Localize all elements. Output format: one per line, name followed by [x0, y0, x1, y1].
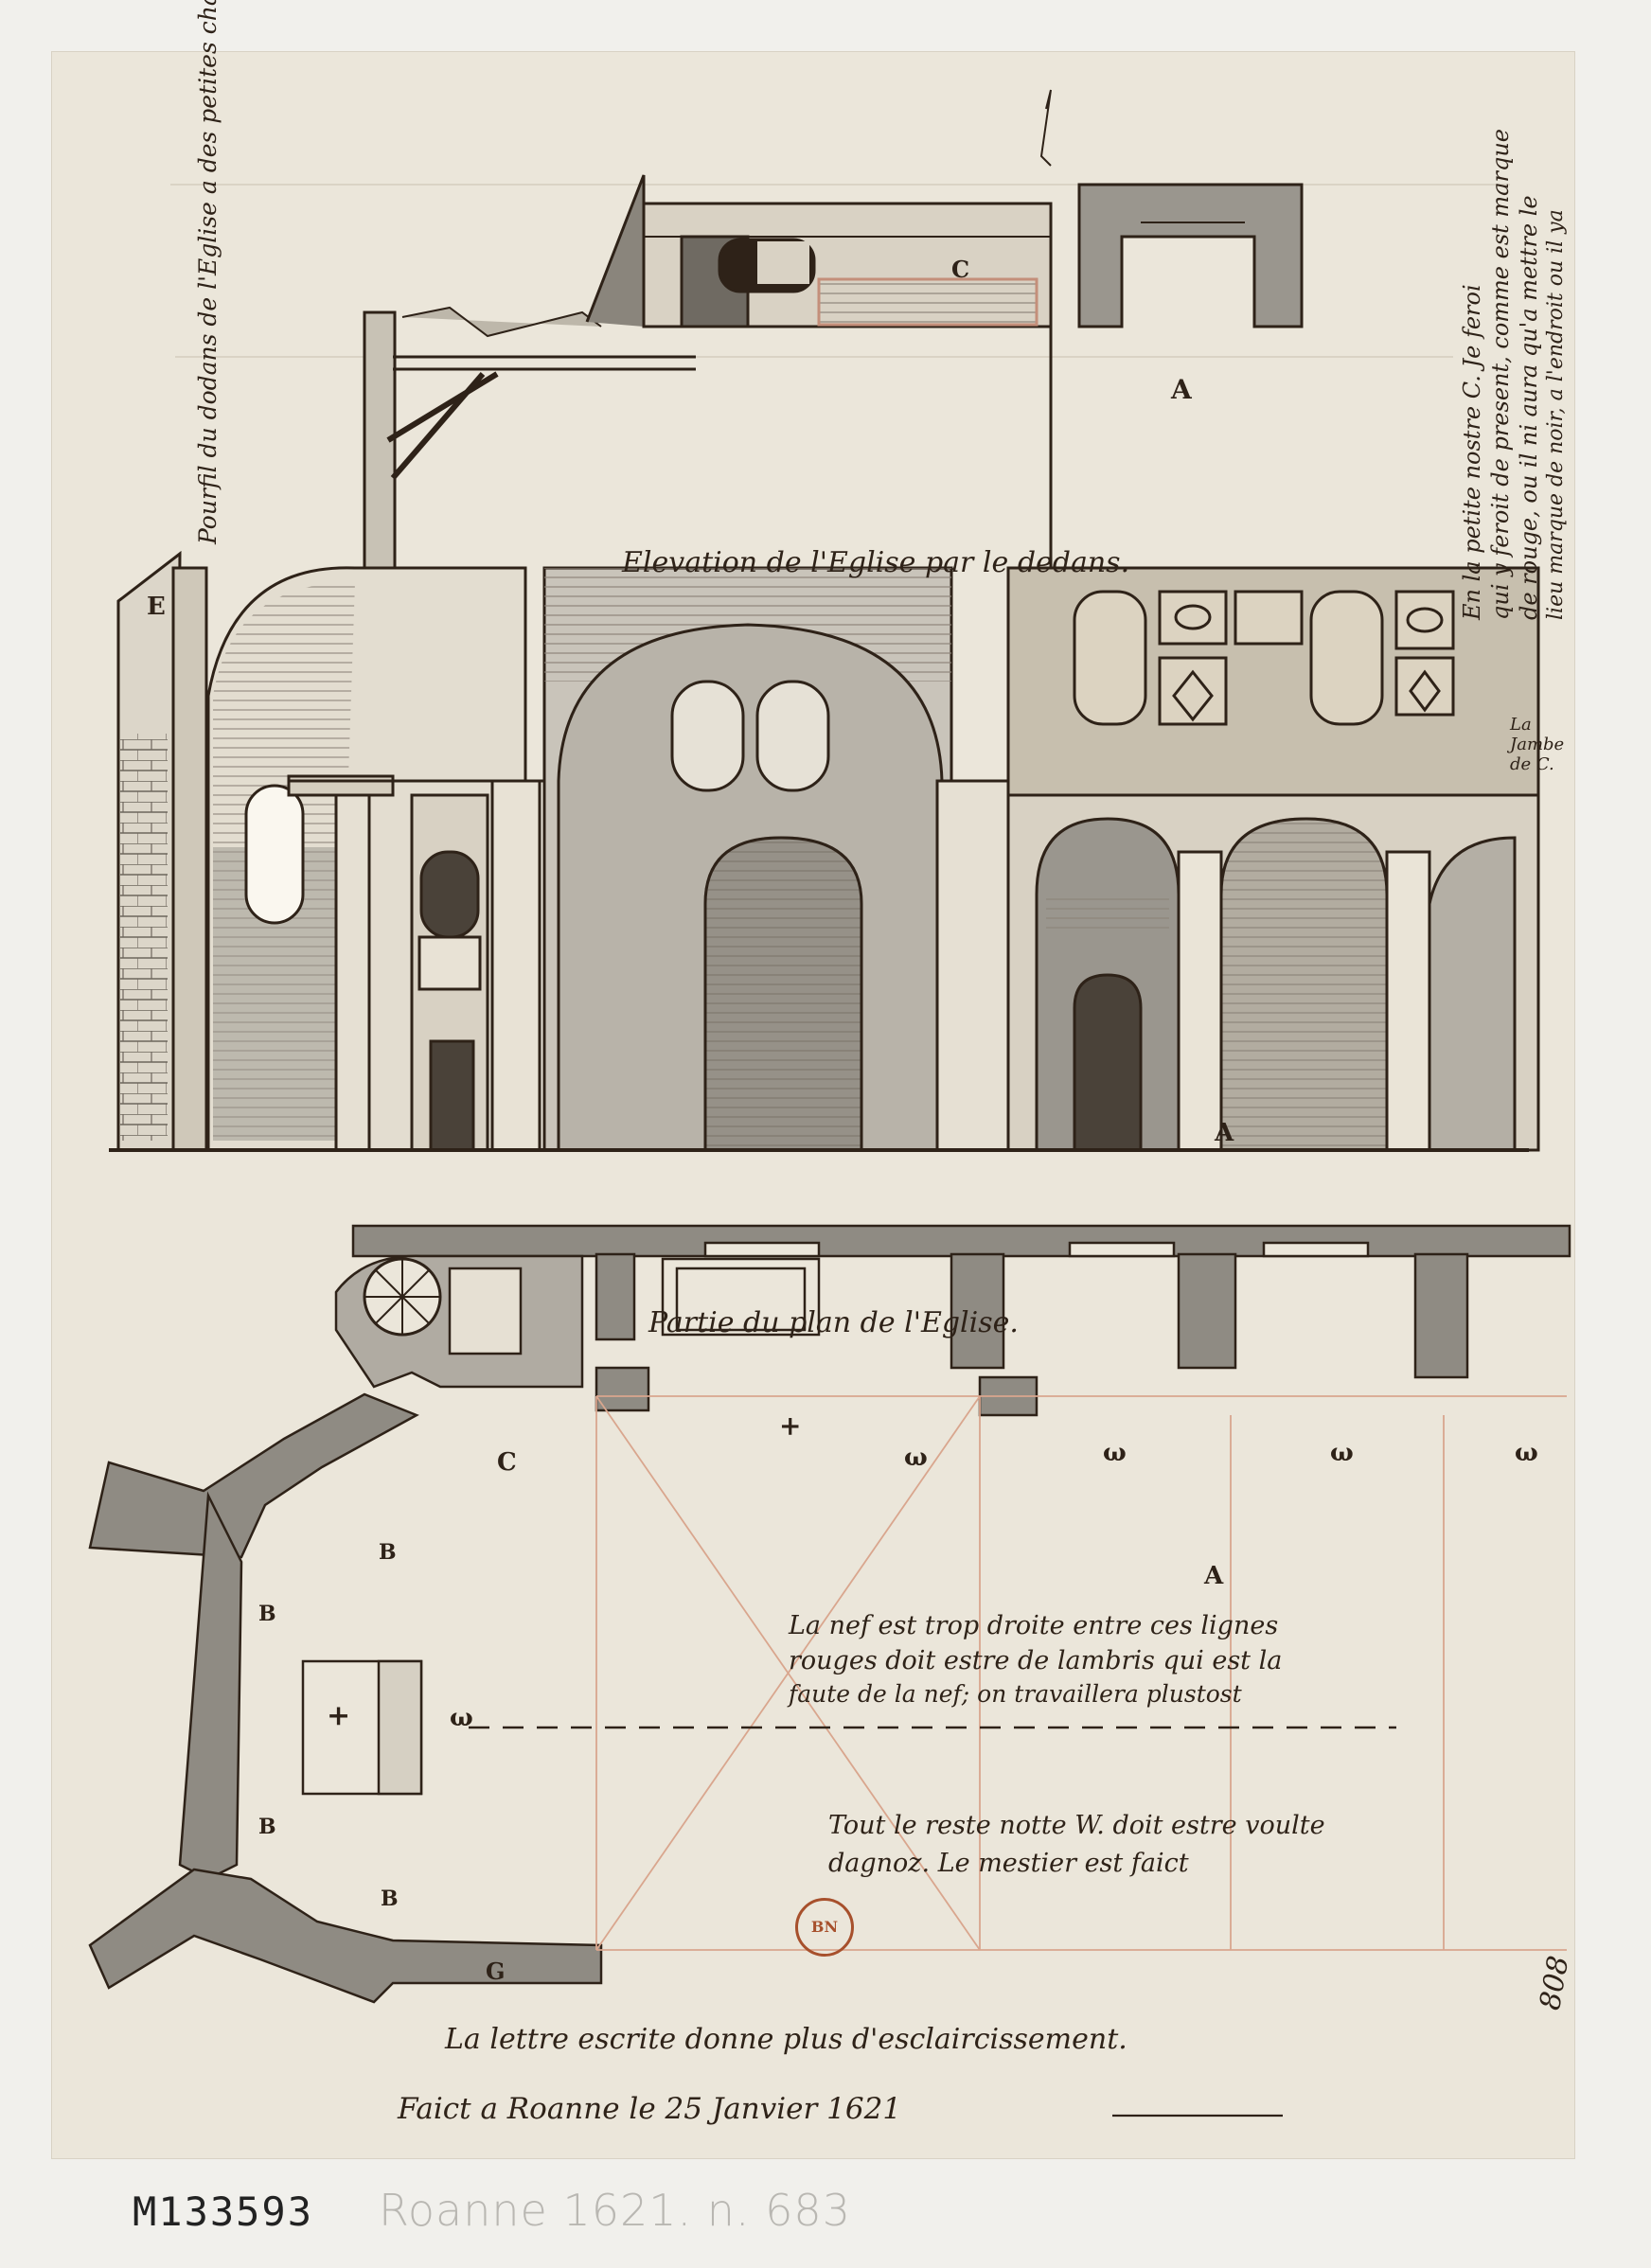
right-annotation-line-1: En la petite nostre C. Je feroi [1459, 284, 1485, 620]
pencil-note: Roanne 1621. n. 683 [379, 2185, 851, 2236]
label-B-2: B [258, 1602, 276, 1626]
label-B-4: B [381, 1887, 399, 1911]
nave-red-lines [595, 1395, 1567, 1951]
left-margin-annotation: Pourfil du dodans de l'Eglise a des peti… [194, 0, 222, 544]
elevation-caption: Elevation de l'Eglise par le dedans. [622, 546, 1130, 579]
label-B-3: B [258, 1815, 276, 1839]
label-E: E [147, 593, 166, 621]
right-annotation-line-4: lieu marque de noir, a l'endroit ou il y… [1544, 209, 1568, 620]
altar-cross-top: + [779, 1410, 802, 1442]
label-W-2: ω [1103, 1439, 1127, 1467]
label-C-plan: C [497, 1448, 517, 1477]
label-W-4: ω [1515, 1439, 1538, 1467]
catalog-number: M133593 [133, 2188, 314, 2235]
nave-note-line-2: rouges doit estre de lambris qui est la [789, 1646, 1283, 1675]
label-A-middle: A [1215, 1119, 1234, 1147]
nave-note-line-1: La nef est trop droite entre ces lignes [789, 1611, 1279, 1640]
label-G: G [486, 1958, 506, 1985]
right-annotation-line-2: qui y feroit de present, comme est marqu… [1487, 129, 1514, 620]
rest-note-line-1: Tout le reste notte W. doit estre voulte [828, 1811, 1325, 1840]
altar-cross-apse: + [327, 1699, 351, 1732]
label-A-top: A [1171, 374, 1192, 405]
right-annotation-line-3: de rouge, ou il ni aura qu'a mettre le [1516, 195, 1542, 620]
library-stamp: BN [795, 1898, 854, 1957]
plan-caption: Partie du plan de l'Eglise. [648, 1306, 1019, 1339]
label-C-top: C [951, 256, 970, 283]
label-W-apse: ω [450, 1704, 473, 1732]
architectural-drawing [88, 89, 1571, 2117]
label-B-1: B [379, 1540, 397, 1565]
label-W-1: ω [904, 1444, 928, 1472]
nave-note-line-3: faute de la nef; on travaillera plustost [789, 1680, 1242, 1708]
elevation-section [363, 89, 1304, 584]
right-small-annotation: La Jambe de C. [1510, 715, 1565, 774]
interior-elevation [109, 550, 1540, 1152]
label-W-3: ω [1330, 1439, 1354, 1467]
letter-note: La lettre escrite donne plus d'esclairci… [445, 2023, 1127, 2056]
rest-note-line-2: dagnoz. Le mestier est faict [828, 1849, 1189, 1878]
signature-date: Faict a Roanne le 25 Janvier 1621 [398, 2092, 902, 2126]
label-A-plan: A [1204, 1562, 1224, 1590]
drawing-sheet: Pourfil du dodans de l'Eglise a des peti… [52, 0, 1575, 2158]
